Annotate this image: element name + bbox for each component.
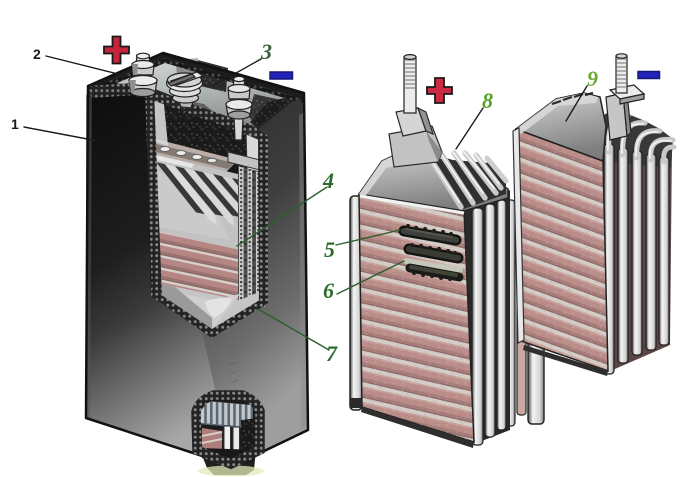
svg-text:8: 8 xyxy=(482,88,493,113)
svg-text:2: 2 xyxy=(33,46,41,62)
svg-text:4: 4 xyxy=(322,168,334,193)
svg-text:3: 3 xyxy=(260,39,272,64)
svg-text:1: 1 xyxy=(11,116,19,132)
svg-text:6: 6 xyxy=(323,278,334,303)
svg-text:7: 7 xyxy=(326,341,338,366)
svg-text:5: 5 xyxy=(324,237,335,262)
svg-text:9: 9 xyxy=(587,66,598,91)
